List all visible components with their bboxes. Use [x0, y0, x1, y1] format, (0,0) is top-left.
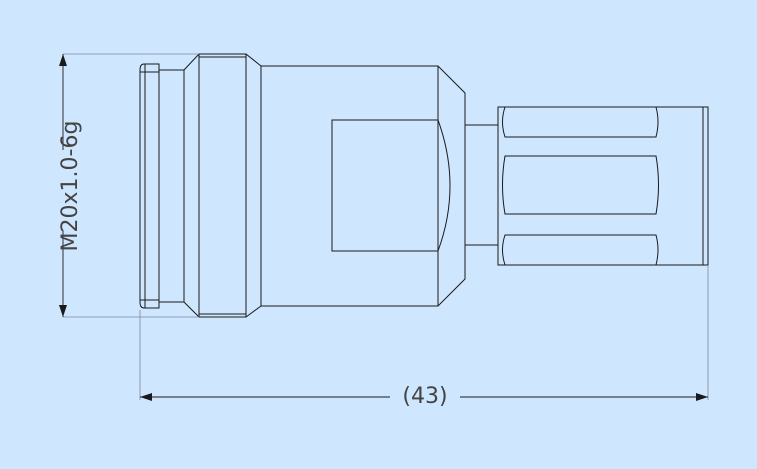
groove	[159, 69, 184, 303]
hex-body	[261, 65, 466, 307]
overall-length-label: (43)	[402, 384, 447, 409]
neck	[465, 107, 499, 265]
thread-callout-label: M20x1.0-6g	[58, 121, 83, 252]
thread-dimension	[59, 53, 199, 318]
thread-section	[183, 53, 262, 318]
length-dimension	[139, 265, 709, 401]
spline-tail	[497, 106, 709, 266]
end-flange	[139, 63, 160, 309]
